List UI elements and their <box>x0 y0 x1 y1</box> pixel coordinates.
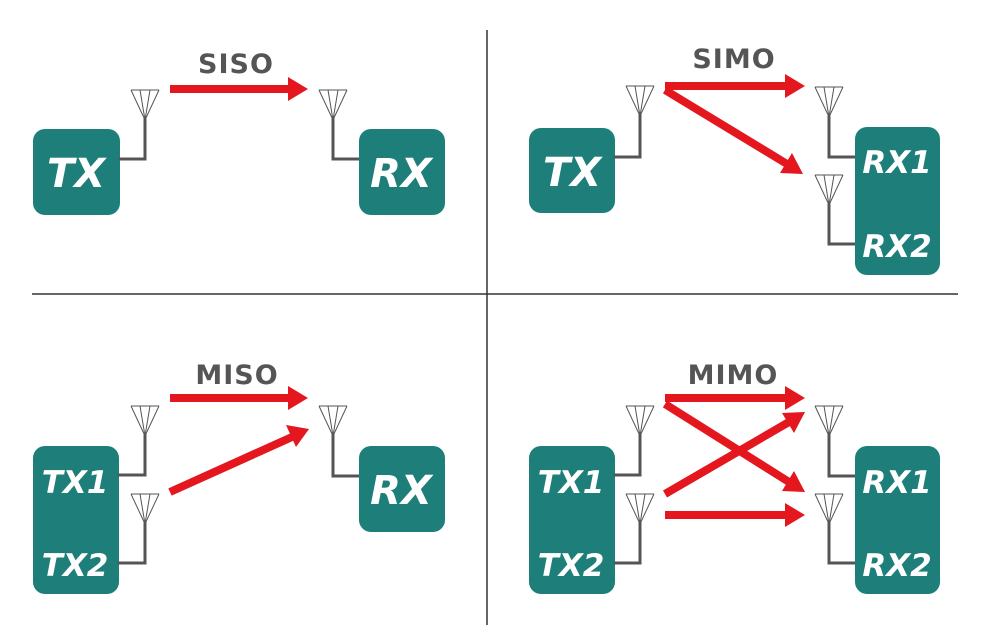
siso-arrow <box>170 77 308 101</box>
mimo-tx2-antenna-icon <box>625 493 655 525</box>
miso-arrow-2 <box>168 425 309 496</box>
mimo-tx2-label: TX2 <box>538 548 605 584</box>
miso-tx1-antenna-icon <box>130 405 160 437</box>
simo-rx2-antenna-icon <box>814 174 844 206</box>
simo-tx-label: TX <box>543 150 603 196</box>
simo-rx2-feed <box>827 203 858 246</box>
simo-rx2-label: RX2 <box>862 229 931 265</box>
mimo-rx2-feed <box>827 522 858 565</box>
siso-tx-antenna-icon <box>130 89 160 121</box>
miso-rx-box <box>359 446 445 532</box>
simo-arrow-1 <box>665 74 805 98</box>
simo-tx-antenna-icon <box>625 85 655 117</box>
mimo-rx1-label: RX1 <box>862 465 931 501</box>
siso-rx-feed <box>331 118 362 161</box>
siso-rx-box <box>359 129 445 215</box>
mimo-rx-box <box>855 446 940 594</box>
siso-panel: SISO TX RX <box>33 49 445 215</box>
miso-tx2-feed <box>117 522 147 565</box>
miso-panel: MISO TX1 TX2 RX <box>33 360 445 594</box>
mimo-tx1-label: TX1 <box>538 465 605 501</box>
miso-tx2-antenna-icon <box>130 493 160 525</box>
mimo-rx1-feed <box>827 434 858 478</box>
mimo-tx1-feed <box>613 434 642 477</box>
miso-tx-box <box>33 446 119 594</box>
simo-title: SIMO <box>692 44 775 75</box>
siso-rx-antenna-icon <box>318 89 348 121</box>
mimo-tx2-feed <box>613 522 642 565</box>
miso-rx-label: RX <box>370 468 434 514</box>
mimo-arrow-tx1-rx2 <box>662 400 805 492</box>
siso-rx-label: RX <box>370 151 434 197</box>
mimo-arrow-tx2-rx2 <box>665 503 805 527</box>
mimo-tx-box <box>529 446 615 594</box>
mimo-rx2-label: RX2 <box>862 548 931 584</box>
miso-rx-antenna-icon <box>318 405 348 437</box>
mimo-tx1-antenna-icon <box>625 405 655 437</box>
miso-arrow-1 <box>170 386 308 410</box>
simo-arrow-2 <box>662 86 803 174</box>
mimo-rx1-antenna-icon <box>814 405 844 437</box>
siso-tx-box <box>33 129 120 215</box>
siso-tx-label: TX <box>47 151 107 197</box>
miso-rx-feed <box>331 434 362 478</box>
simo-panel: SIMO TX RX1 RX2 <box>529 44 940 275</box>
miso-title: MISO <box>195 360 278 391</box>
mimo-rx2-antenna-icon <box>814 493 844 525</box>
mimo-panel: MIMO TX1 TX2 RX1 RX2 <box>529 360 940 594</box>
mimo-arrow-tx1-rx1 <box>665 386 805 410</box>
mimo-title: MIMO <box>688 360 779 391</box>
miso-tx2-label: TX2 <box>42 548 109 584</box>
mimo-arrow-tx2-rx1 <box>662 412 805 498</box>
simo-rx1-label: RX1 <box>862 145 931 181</box>
siso-tx-feed <box>118 118 147 161</box>
miso-tx1-label: TX1 <box>42 465 109 501</box>
simo-tx-box <box>529 128 615 213</box>
siso-title: SISO <box>198 49 274 80</box>
simo-rx1-feed <box>827 115 858 159</box>
simo-tx-feed <box>613 114 642 159</box>
simo-rx1-antenna-icon <box>814 86 844 118</box>
simo-rx-box <box>855 127 940 275</box>
miso-tx1-feed <box>117 434 147 477</box>
